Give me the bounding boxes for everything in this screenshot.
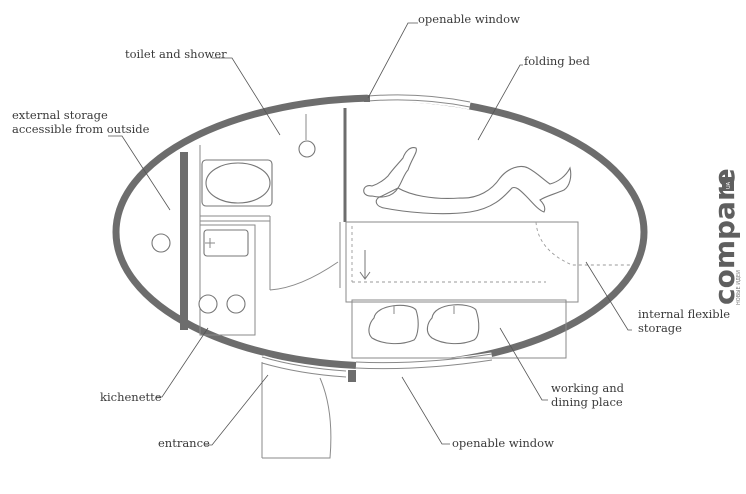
chair-right — [426, 304, 480, 345]
bottom-window — [348, 352, 493, 382]
leader-lines — [108, 22, 632, 446]
svg-text:НОВЫЕ ИДЕИ: НОВЫЕ ИДЕИ — [736, 270, 742, 305]
toilet-fixture — [201, 159, 273, 207]
label-external-storage-1: external storage — [12, 108, 108, 122]
dining-table — [351, 299, 567, 359]
svg-text:compare: compare — [708, 168, 741, 305]
storage-hatch — [151, 233, 171, 253]
entrance-door — [260, 355, 347, 459]
label-entrance: entrance — [158, 436, 210, 450]
label-folding-bed: folding bed — [524, 54, 590, 68]
label-toilet-and-shower: toilet and shower — [125, 47, 227, 61]
kitchenette-counter — [198, 224, 256, 336]
label-internal-storage-2: storage — [638, 321, 682, 335]
watermark-logo: compare НОВЫЕ ИДЕИ UA — [708, 168, 742, 305]
sleeping-figure — [363, 147, 572, 215]
label-working-2: dining place — [551, 395, 623, 409]
chair-left — [368, 304, 419, 345]
shower-fixture — [298, 114, 316, 158]
label-openable-window-bottom: openable window — [452, 436, 554, 450]
bed-fold-indicator — [351, 221, 630, 283]
label-kichenette: kichenette — [100, 390, 162, 404]
bed-frame — [345, 221, 579, 303]
label-internal-storage-1: internal flexible — [638, 307, 730, 321]
label-openable-window-top: openable window — [418, 12, 520, 26]
svg-text:UA: UA — [726, 181, 732, 189]
label-external-storage-2: accessible from outside — [12, 122, 150, 136]
label-working-1: working and — [551, 381, 625, 395]
top-window — [364, 93, 471, 110]
